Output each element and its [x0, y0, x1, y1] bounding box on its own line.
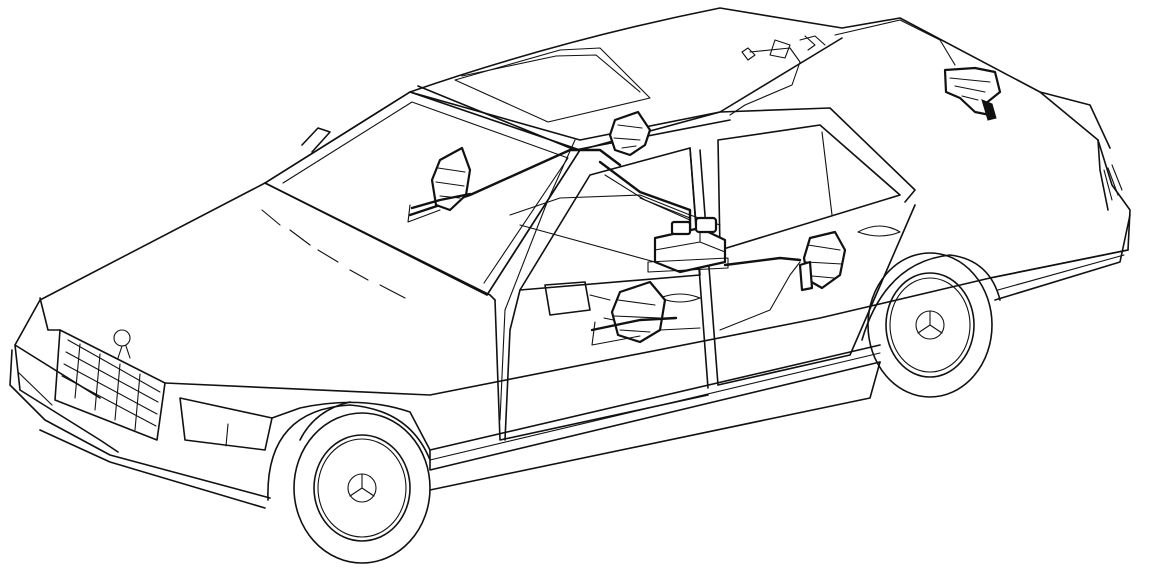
control-unit	[647, 216, 729, 274]
car-doors	[486, 107, 916, 441]
mercedes-star-icon	[347, 473, 377, 503]
front-wheel	[267, 401, 431, 564]
roof-harness-cluster	[608, 35, 816, 157]
door-harness-cluster	[590, 280, 678, 346]
rear-door-harness-cluster	[798, 230, 847, 292]
rear-wheel	[861, 252, 1001, 398]
mercedes-star-icon	[915, 310, 945, 340]
front-harness-cluster	[407, 146, 472, 223]
rear-harness-cluster	[943, 66, 1002, 121]
wiring-harness	[408, 19, 956, 421]
car-body-outline	[9, 7, 1131, 509]
